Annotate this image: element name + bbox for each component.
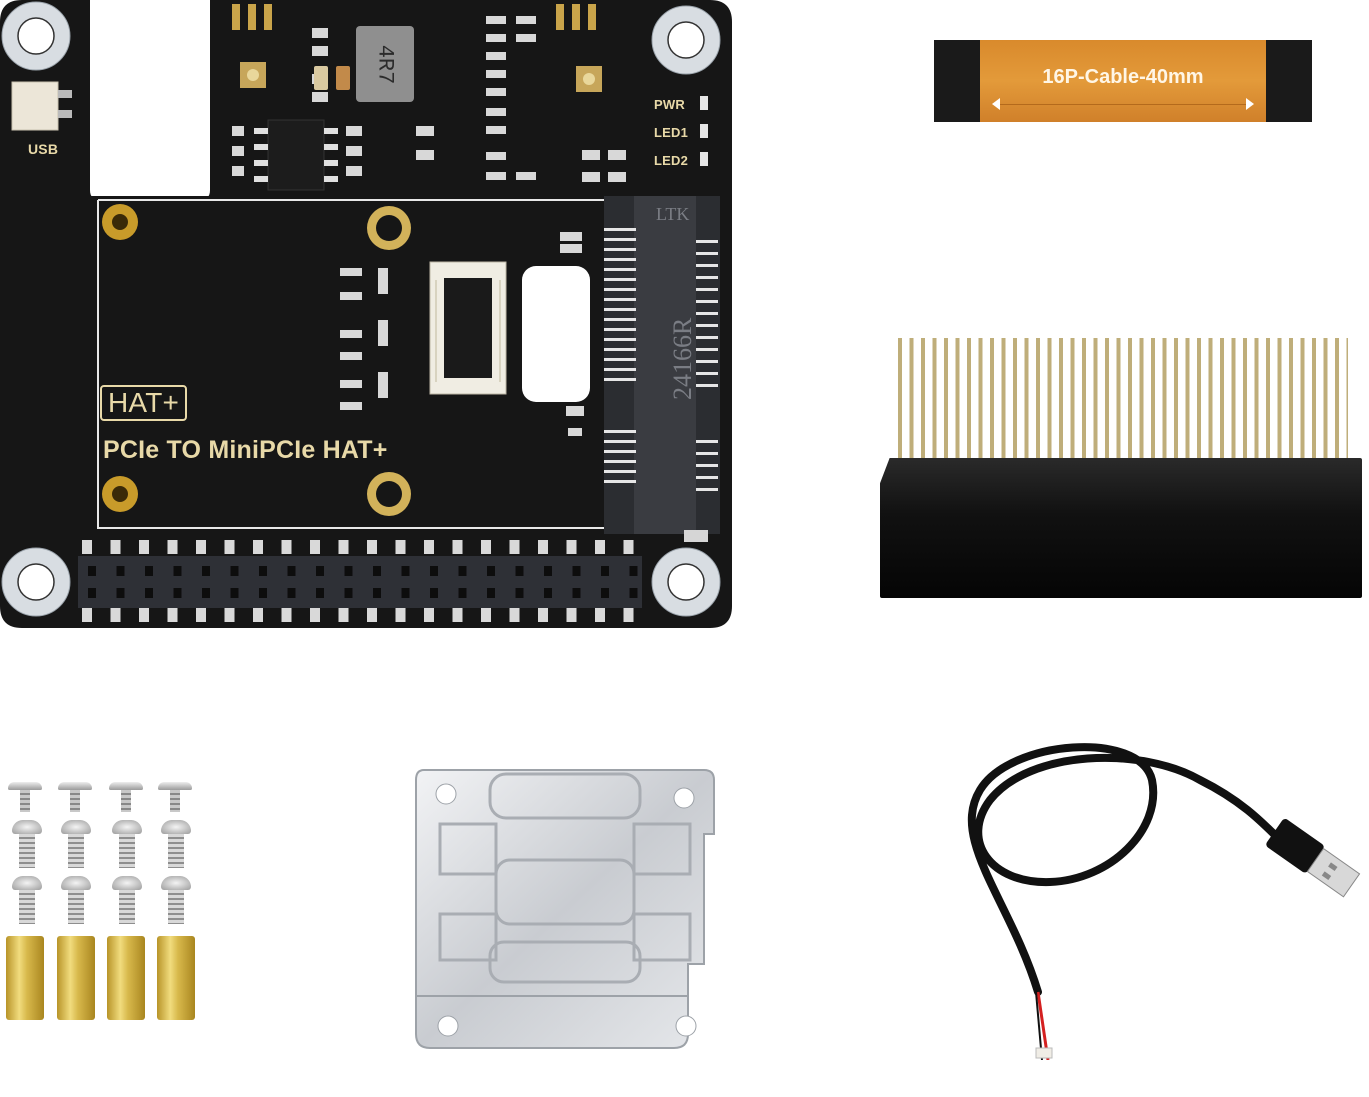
brass-standoff (107, 936, 145, 1020)
short-screw (8, 782, 42, 812)
gpio-header-pins (82, 540, 638, 554)
long-screw (61, 820, 91, 868)
board-title: PCIe TO MiniPCIe HAT+ (103, 436, 388, 464)
slot-code: 24166R (668, 317, 697, 400)
usb-power-cable (940, 730, 1369, 1061)
long-screw (12, 820, 42, 868)
gpio-header-pins-bottom (82, 608, 638, 622)
ffc-cable: 16P-Cable-40mm (934, 40, 1312, 122)
gpio-header-holes-bottom (88, 588, 638, 598)
ffc-stiffener-left (934, 40, 980, 122)
usb-label: USB (28, 141, 59, 157)
long-screw (61, 876, 91, 924)
dimension-line (996, 104, 1250, 105)
gpio-header-holes-top (88, 566, 638, 576)
brass-standoff (57, 936, 95, 1020)
board-shape (0, 0, 732, 628)
header-pins (898, 338, 1348, 478)
led-label-led1: LED1 (654, 125, 689, 140)
long-screw (12, 876, 42, 924)
header-base (880, 458, 1362, 598)
inductor-marking: 4R7 (372, 44, 398, 84)
long-screw (161, 876, 191, 924)
hardware-set (0, 770, 210, 1030)
pcie-minipcie-hat-board: 4R7 USB PWR LED1 LED2 HAT+ PCIe TO MiniP… (0, 0, 732, 628)
ffc-cable-label: 16P-Cable-40mm (1042, 66, 1204, 88)
short-screw (109, 782, 143, 812)
led-label-pwr: PWR (654, 97, 685, 112)
long-screw (112, 820, 142, 868)
ffc-body: 16P-Cable-40mm (980, 40, 1266, 122)
inductor: 4R7 (356, 26, 414, 102)
short-screw (58, 782, 92, 812)
usb-cable-shape (967, 743, 1361, 1061)
led-label-led2: LED2 (654, 153, 689, 168)
ffc-stiffener-right (1266, 40, 1312, 122)
short-screw (158, 782, 192, 812)
brass-standoff (157, 936, 195, 1020)
hat-logo: HAT+ (100, 385, 188, 421)
slot-brand: LTK (656, 204, 690, 224)
stacking-pin-header (880, 338, 1362, 598)
bracket-shape (415, 769, 715, 1049)
arrow-left-icon (992, 98, 1000, 110)
long-screw (161, 820, 191, 868)
long-screw (112, 876, 142, 924)
brass-standoff (6, 936, 44, 1020)
arrow-right-icon (1246, 98, 1254, 110)
metal-bracket (410, 764, 720, 1054)
